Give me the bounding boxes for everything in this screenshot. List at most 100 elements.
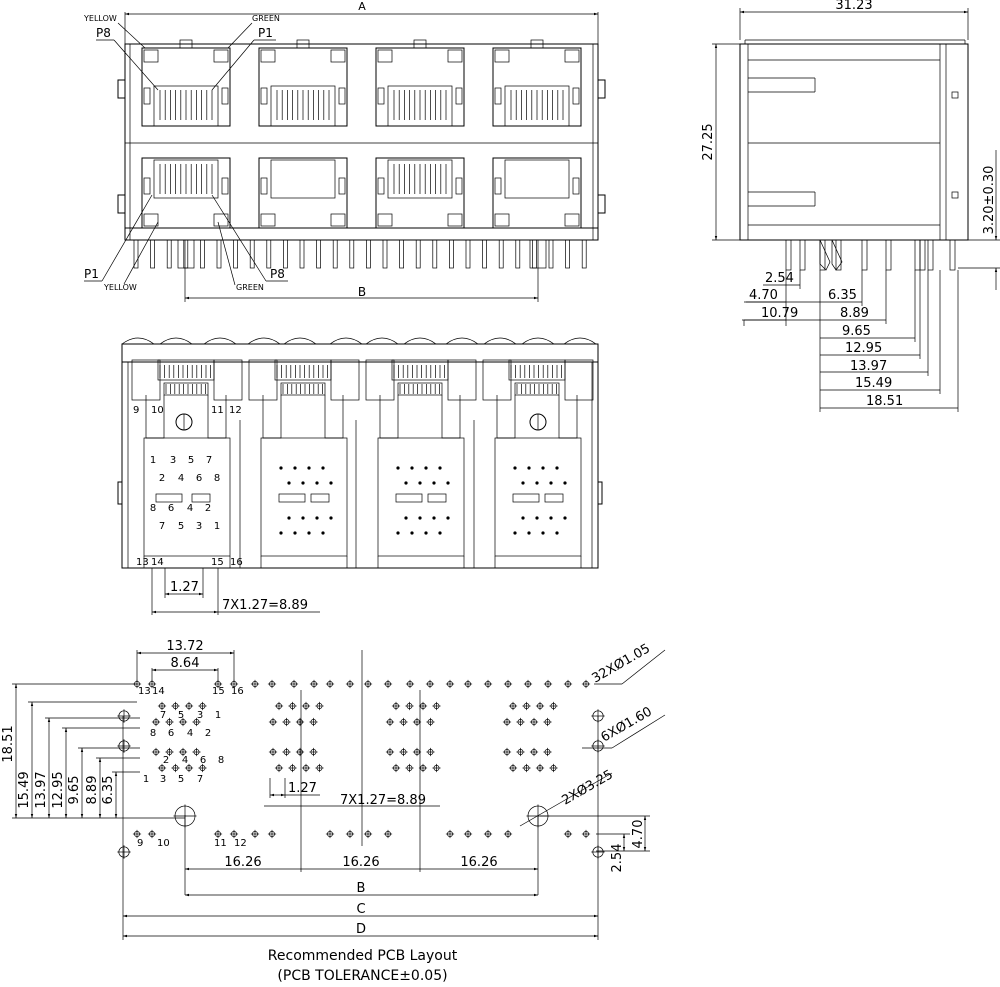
pin-dot (396, 531, 400, 535)
pcb-right-dim-1: 4.70 (631, 820, 646, 849)
pcb-spacing-1: 16.26 (224, 855, 261, 870)
p1-label-top: P1 (258, 26, 273, 40)
shield-tab (324, 395, 344, 439)
top-bump (365, 337, 399, 345)
pcb-pin-number: 2 (205, 728, 211, 739)
pcb-width-1: 13.72 (166, 639, 203, 654)
front-pin-number: 7 (206, 455, 212, 466)
caption-tolerance: (PCB TOLERANCE±0.05) (277, 968, 448, 984)
pcb-holes-small-label: 32XØ1.05 (590, 641, 653, 686)
through-hole-pin (150, 239, 155, 269)
green-label-bottom: GREEN (236, 283, 264, 292)
front-pin-12: 12 (229, 405, 242, 416)
rj45-port-lower (258, 157, 348, 229)
front-span-label: 7X1.27=8.89 (222, 598, 308, 613)
rj45-port-lower (375, 157, 465, 229)
led-window (260, 213, 276, 227)
through-hole-pin (498, 239, 504, 269)
front-view-bumps (121, 337, 597, 345)
led-pad (191, 493, 211, 503)
led-window (260, 49, 276, 63)
front-pin-number: 4 (178, 473, 184, 484)
pcb-holes-mid-label: 6XØ1.60 (599, 704, 655, 745)
pin-dot (404, 516, 408, 520)
pcb-pin-number: 7 (160, 710, 166, 721)
through-hole-pin (532, 239, 537, 269)
caption-title: Recommended PCB Layout (267, 948, 458, 964)
board-lock (177, 239, 195, 269)
pin-dot (307, 531, 311, 535)
top-view-ports (141, 39, 582, 229)
front-pin-number: 8 (150, 503, 156, 514)
top-bump (159, 337, 193, 345)
latch-slot (143, 177, 151, 195)
pcb-left-dim: 12.95 (51, 771, 66, 808)
side-pin (949, 239, 956, 271)
front-pin-number: 4 (187, 503, 193, 514)
latch-slot (260, 177, 268, 195)
led-pad (278, 493, 306, 503)
side-dim-13-97: 13.97 (850, 359, 887, 374)
side-dim-18-51: 18.51 (866, 394, 903, 409)
pin-dot (301, 481, 305, 485)
pin-dot (321, 466, 325, 470)
side-pin (785, 239, 792, 271)
side-pin-height-label: 3.20±0.30 (982, 166, 997, 235)
top-bump (283, 337, 317, 345)
side-pin (914, 239, 921, 271)
pin-dot (315, 516, 319, 520)
pin-dot (293, 466, 297, 470)
front-pin-15: 15 (211, 557, 224, 568)
pcb-pin-number: 7 (197, 774, 203, 785)
dim-a-label: A (358, 0, 366, 13)
side-width-label: 31.23 (835, 0, 872, 13)
pcb-pin-14: 14 (152, 686, 165, 697)
through-hole-pin (183, 239, 189, 269)
pcb-dim-c: C (356, 902, 365, 917)
side-dim-2-54: 2.54 (765, 271, 794, 286)
side-dim-8-89: 8.89 (840, 306, 869, 321)
latch-slot (338, 177, 346, 195)
led-window (377, 213, 393, 227)
through-hole-pin (200, 239, 205, 269)
hook-pin (831, 239, 843, 271)
pcb-holes-large-label: 2XØ3.25 (560, 767, 616, 808)
pcb-spacing-3: 16.26 (460, 855, 497, 870)
port-face (494, 437, 582, 557)
front-pin-number: 1 (150, 455, 156, 466)
led-window (330, 213, 346, 227)
pin-strip (397, 382, 443, 396)
pcb-pin-number: 5 (178, 774, 184, 785)
shield-tab (145, 395, 165, 439)
pin-dot (410, 531, 414, 535)
led-pad (310, 493, 330, 503)
pcb-pin-number: 6 (200, 755, 206, 766)
led-window (213, 213, 229, 227)
pin-dot (410, 466, 414, 470)
pcb-span-label: 7X1.27=8.89 (340, 793, 426, 808)
top-bump (203, 337, 237, 345)
top-tab (179, 39, 193, 49)
rj45-cavity-upper (504, 85, 570, 127)
through-hole-pin (515, 239, 521, 269)
led-window (213, 49, 229, 63)
through-hole-pin (233, 239, 238, 269)
through-hole-pin (382, 239, 388, 269)
port-face (260, 437, 348, 557)
pin-dot (563, 481, 567, 485)
front-pin-16: 16 (230, 557, 243, 568)
rj45-cavity-upper (387, 85, 453, 127)
pin-dot (404, 481, 408, 485)
latch-slot (455, 87, 463, 105)
side-pin (861, 239, 868, 271)
pcb-pin-11: 11 (214, 838, 227, 849)
pin-header (274, 359, 332, 381)
latch-slot (260, 87, 268, 105)
pin-dot (549, 481, 553, 485)
pin-dot (446, 481, 450, 485)
led-housing (564, 359, 594, 401)
led-pad (395, 493, 423, 503)
